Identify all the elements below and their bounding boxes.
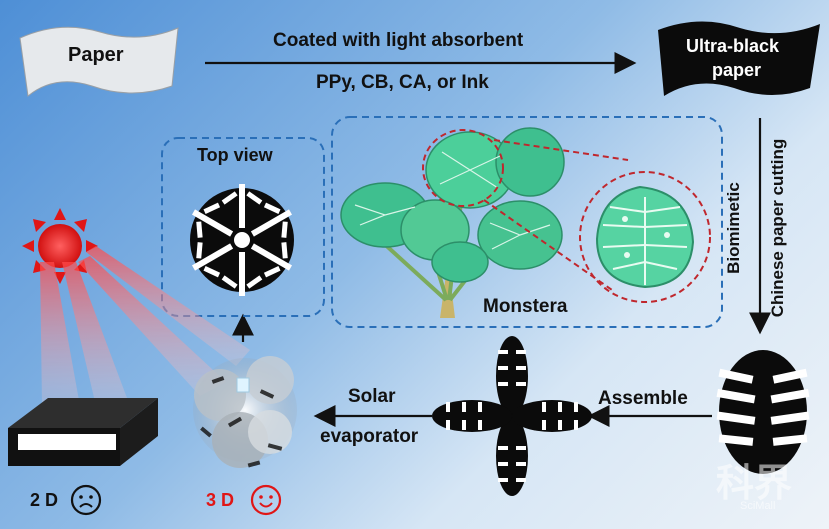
process-label-line2: PPy, CB, CA, or Ink bbox=[316, 72, 489, 93]
snowflake-cut-pattern bbox=[190, 184, 294, 296]
highlight-circle-plant bbox=[422, 129, 504, 207]
watermark-sub: SciMall bbox=[740, 500, 776, 512]
watermark-logo: 科界 bbox=[716, 461, 793, 505]
label-2d: 2 D bbox=[30, 490, 59, 510]
monstera-box bbox=[331, 116, 723, 328]
assembled-leaf-cross bbox=[432, 336, 592, 496]
evaporator-2d bbox=[8, 398, 158, 466]
process-label-line1: Coated with light absorbent bbox=[273, 30, 524, 51]
top-view-box bbox=[161, 137, 325, 317]
evaporator-3d bbox=[193, 356, 297, 468]
highlight-circle-leaf bbox=[579, 171, 711, 303]
sun-icon bbox=[22, 208, 98, 284]
side-label-line1: Biomimetic bbox=[724, 182, 743, 274]
solar-label-line2: evaporator bbox=[320, 426, 419, 447]
monstera-plant bbox=[340, 127, 565, 318]
top-view-label: Top view bbox=[197, 145, 273, 165]
paper-label: Paper bbox=[68, 44, 124, 66]
ultra-black-label-line2: paper bbox=[712, 60, 762, 80]
label-3d: 3 D bbox=[206, 490, 235, 510]
cut-leaf-pattern bbox=[716, 350, 810, 474]
ultra-black-label-line1: Ultra-black bbox=[686, 36, 780, 56]
assemble-label: Assemble bbox=[598, 388, 688, 409]
happy-face-icon bbox=[250, 484, 282, 516]
paper-sheet bbox=[19, 26, 179, 97]
monstera-label: Monstera bbox=[483, 296, 568, 317]
solar-label-line1: Solar bbox=[348, 386, 396, 407]
monstera-leaf-zoom bbox=[595, 185, 695, 289]
ultra-black-paper-sheet bbox=[658, 21, 820, 96]
light-beams bbox=[40, 246, 250, 406]
sad-face-icon bbox=[70, 484, 102, 516]
side-label-line2: Chinese paper cutting bbox=[768, 138, 787, 318]
